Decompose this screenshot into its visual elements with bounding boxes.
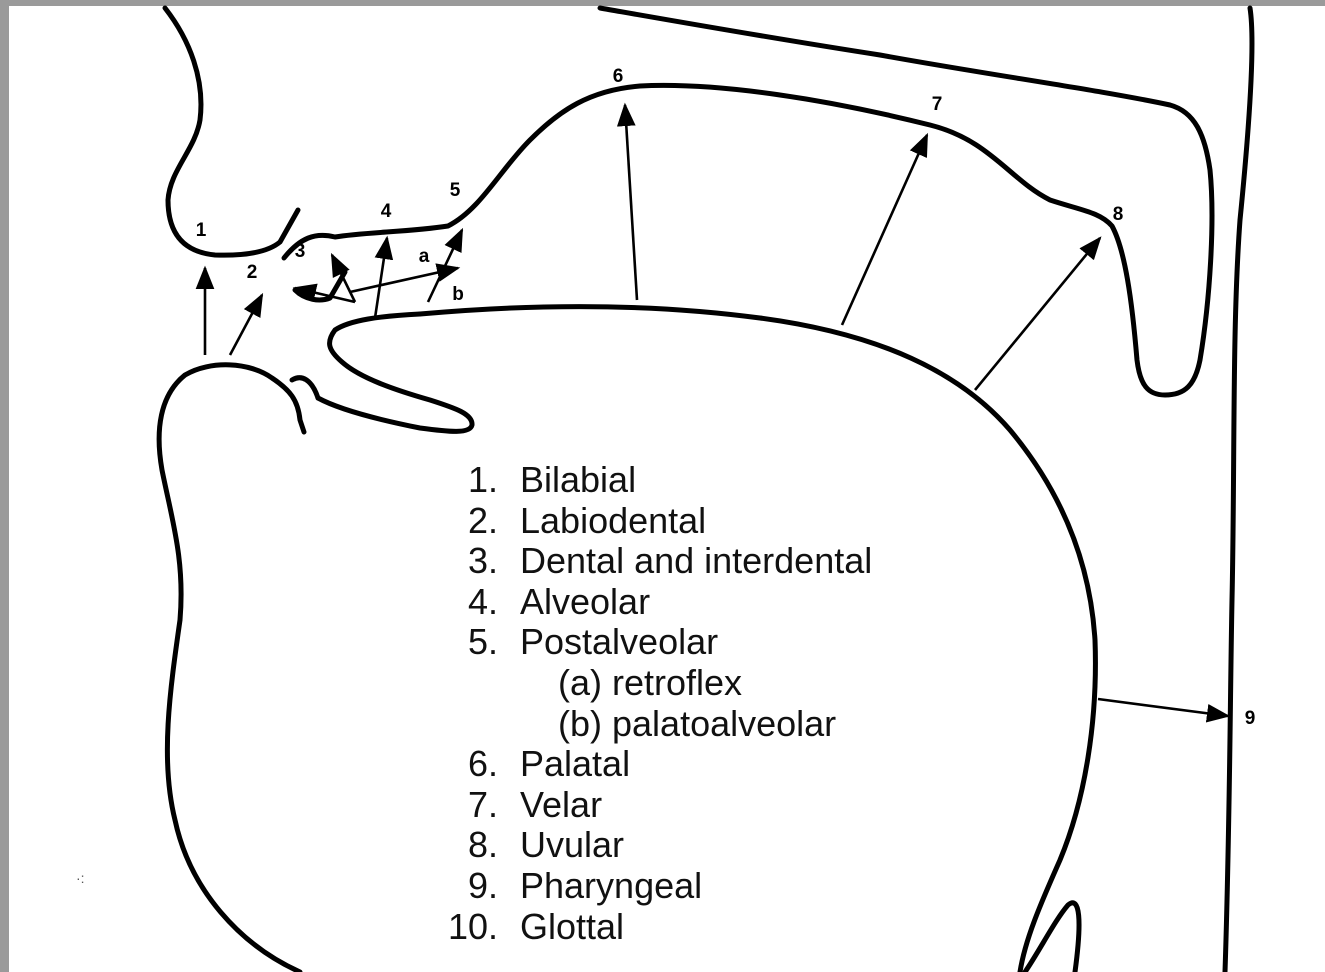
legend-number: 6.: [440, 744, 520, 785]
legend-item: (a) retroflex: [440, 663, 872, 704]
legend-item: (b) palatoalveolar: [440, 704, 872, 745]
legend-label: Uvular: [520, 825, 624, 866]
legend-number: 10.: [440, 907, 520, 948]
legend-label: Postalveolar: [520, 622, 718, 663]
point-label: 7: [932, 94, 943, 115]
legend-label: (b) palatoalveolar: [558, 704, 836, 745]
arrow-alveolar: [375, 238, 387, 318]
arrow-interdental: [332, 255, 355, 302]
legend-item: 9.Pharyngeal: [440, 866, 872, 907]
corner-mark: ·:: [76, 870, 85, 886]
lower-teeth-outline: [318, 314, 472, 431]
epiglottis-outline: [1025, 903, 1079, 972]
arrow-labiodental: [230, 295, 262, 355]
legend-number: 8.: [440, 825, 520, 866]
point-label: 1: [196, 220, 207, 241]
legend-label: (a) retroflex: [558, 663, 742, 704]
legend-item: 5.Postalveolar: [440, 622, 872, 663]
point-label: 5: [450, 180, 461, 201]
legend-item: 2.Labiodental: [440, 501, 872, 542]
legend-label: Glottal: [520, 907, 624, 948]
legend-label: Pharyngeal: [520, 866, 702, 907]
legend-item: 8.Uvular: [440, 825, 872, 866]
legend-item: 6.Palatal: [440, 744, 872, 785]
legend: 1.Bilabial2.Labiodental3.Dental and inte…: [440, 460, 872, 947]
legend-number: 5.: [440, 622, 520, 663]
pharynx-wall-outline: [1225, 8, 1252, 972]
point-label: 9: [1245, 708, 1256, 729]
lower-lip-outline: [159, 365, 318, 972]
legend-label: Palatal: [520, 744, 630, 785]
arrow-palatal: [625, 105, 637, 300]
legend-number: 3.: [440, 541, 520, 582]
legend-label: Velar: [520, 785, 602, 826]
point-label: 3: [295, 241, 306, 262]
legend-item: 7.Velar: [440, 785, 872, 826]
arrow-velar: [842, 135, 927, 325]
legend-label: Dental and interdental: [520, 541, 872, 582]
legend-item: 4.Alveolar: [440, 582, 872, 623]
legend-item: 1.Bilabial: [440, 460, 872, 501]
legend-number: 7.: [440, 785, 520, 826]
legend-item: 3.Dental and interdental: [440, 541, 872, 582]
legend-label: Labiodental: [520, 501, 706, 542]
upper-vocal-tract-outline: [165, 8, 1212, 395]
legend-item: 10.Glottal: [440, 907, 872, 948]
point-label: b: [452, 284, 464, 305]
point-label: 2: [247, 262, 258, 283]
legend-number: 4.: [440, 582, 520, 623]
legend-label: Alveolar: [520, 582, 650, 623]
legend-number: 1.: [440, 460, 520, 501]
upper-teeth-outline: [295, 272, 345, 300]
legend-number: 9.: [440, 866, 520, 907]
point-label: 8: [1113, 204, 1124, 225]
point-label: 6: [613, 66, 624, 87]
legend-number: 2.: [440, 501, 520, 542]
point-label: a: [419, 246, 430, 267]
arrow-uvular: [975, 238, 1100, 390]
point-label: 4: [381, 201, 392, 222]
arrow-pharyngeal: [1098, 699, 1228, 716]
legend-label: Bilabial: [520, 460, 636, 501]
